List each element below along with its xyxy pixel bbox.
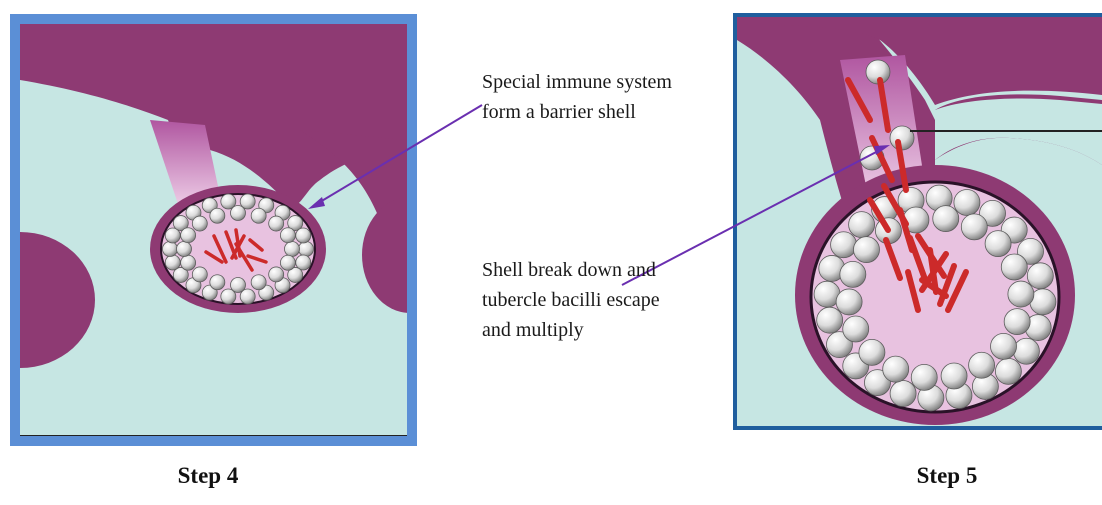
immune-cell-icon (1008, 281, 1034, 307)
immune-cell-icon (853, 237, 879, 263)
immune-cell-icon (995, 358, 1021, 384)
immune-cell-icon (285, 242, 300, 257)
immune-cell-icon (269, 267, 284, 282)
immune-cell-icon (181, 228, 196, 243)
immune-cell-icon (1013, 338, 1039, 364)
immune-cell-icon (210, 208, 225, 223)
immune-cell-icon (296, 228, 311, 243)
immune-cell-icon (280, 255, 295, 270)
immune-cell-icon (181, 255, 196, 270)
immune-cell-icon (933, 206, 959, 232)
immune-cell-icon (961, 214, 987, 240)
step5-annotation: Shell break down and tubercle bacilli es… (482, 255, 672, 345)
immune-cell-icon (985, 231, 1011, 257)
immune-cell-icon (991, 333, 1017, 359)
immune-cell-icon (251, 208, 266, 223)
step5-panel (733, 13, 1102, 430)
immune-cell-icon (1001, 254, 1027, 280)
immune-cell-icon (859, 339, 885, 365)
immune-cell-icon (165, 255, 180, 270)
immune-cell-icon (299, 242, 314, 257)
immune-cell-icon (941, 363, 967, 389)
step4-annotation: Special immune system form a barrier she… (482, 67, 672, 127)
step4-panel (0, 14, 458, 446)
immune-cell-icon (177, 242, 192, 257)
immune-cell-icon (231, 206, 246, 221)
step5-label: Step 5 (877, 463, 1017, 489)
immune-cell-icon (911, 364, 937, 390)
immune-cell-icon (192, 216, 207, 231)
immune-cell-icon (954, 189, 980, 215)
immune-cell-icon (1004, 309, 1030, 335)
immune-cell-icon (231, 278, 246, 293)
immune-cell-icon (817, 307, 843, 333)
immune-cell-icon (163, 242, 178, 257)
immune-cell-icon (251, 275, 266, 290)
immune-cell-icon (831, 232, 857, 258)
immune-cell-icon (210, 275, 225, 290)
immune-cell-icon (969, 352, 995, 378)
immune-cell-icon (849, 212, 875, 238)
immune-cell-icon (890, 381, 916, 407)
immune-cell-icon (840, 261, 866, 287)
immune-cell-icon (843, 316, 869, 342)
step4-label: Step 4 (138, 463, 278, 489)
immune-cell-icon (836, 289, 862, 315)
immune-cell-icon (280, 228, 295, 243)
immune-cell-icon (1027, 263, 1053, 289)
immune-cell-icon (890, 126, 914, 150)
immune-cell-icon (269, 216, 284, 231)
immune-cell-icon (883, 356, 909, 382)
immune-cell-icon (192, 267, 207, 282)
